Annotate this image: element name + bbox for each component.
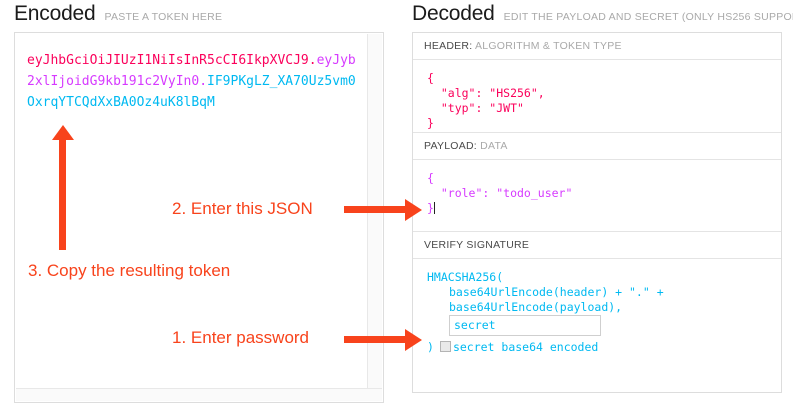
payload-json-text: { "role": "todo_user" }	[427, 171, 573, 215]
decoded-title: Decoded	[412, 2, 495, 25]
header-label-value: ALGORITHM & TOKEN TYPE	[475, 40, 622, 52]
token-payload-segment: eyJyb2xlIjoidG9kb191c2VyIn0	[27, 53, 356, 89]
secret-base64-checkbox[interactable]	[439, 341, 451, 352]
base64-payload-line: base64UrlEncode(payload),	[449, 300, 623, 314]
encoded-title: Encoded	[14, 2, 96, 25]
payload-json-editor[interactable]: { "role": "todo_user" }	[413, 160, 781, 232]
payload-section-label: PAYLOAD: DATA	[413, 133, 781, 160]
token-separator-1: .	[308, 53, 317, 68]
signature-footer-row: ) secret base64 encoded	[427, 340, 771, 355]
secret-input[interactable]: secret	[449, 315, 601, 336]
hmac-line: HMACSHA256(	[427, 270, 504, 284]
token-separator-2: .	[199, 74, 208, 89]
annotation-arrow-payload	[344, 198, 422, 221]
header-json-editor[interactable]: { "alg": "HS256", "typ": "JWT" }	[413, 60, 781, 133]
text-caret	[433, 202, 435, 214]
token-signature-segment: IF9PKgLZ_XA70Uz5vm0OxrqYTCQdXxBA0Oz4uK8l…	[27, 74, 356, 110]
base64-header-line: base64UrlEncode(header) + "." +	[449, 285, 664, 299]
header-section-label: HEADER: ALGORITHM & TOKEN TYPE	[413, 33, 781, 60]
encoded-subtitle: PASTE A TOKEN HERE	[104, 11, 223, 23]
signature-label-key: VERIFY SIGNATURE	[424, 239, 530, 251]
decoded-panel: HEADER: ALGORITHM & TOKEN TYPE { "alg": …	[412, 32, 782, 393]
token-header-segment: eyJhbGciOiJIUzI1NiIsInR5cCI6IkpXVCJ9	[27, 53, 309, 68]
decoded-subtitle: EDIT THE PAYLOAD AND SECRET (ONLY HS256 …	[503, 11, 793, 23]
encoded-token-editor[interactable]: eyJhbGciOiJIUzI1NiIsInR5cCI6IkpXVCJ9.eyJ…	[14, 32, 384, 403]
closing-paren: )	[427, 340, 434, 354]
annotation-step-1: 1. Enter password	[172, 328, 310, 347]
annotation-step-2: 2. Enter this JSON	[172, 199, 313, 218]
signature-section-label: VERIFY SIGNATURE	[413, 232, 781, 259]
secret-base64-label: secret base64 encoded	[452, 340, 599, 354]
annotation-arrow-secret	[344, 328, 422, 351]
decoded-heading: Decoded EDIT THE PAYLOAD AND SECRET (ONL…	[412, 2, 793, 26]
encoded-heading: Encoded PASTE A TOKEN HERE	[14, 2, 222, 26]
signature-block: HMACSHA256( base64UrlEncode(header) + ".…	[413, 259, 781, 392]
header-label-key: HEADER:	[424, 40, 473, 52]
encoded-token-text[interactable]: eyJhbGciOiJIUzI1NiIsInR5cCI6IkpXVCJ9.eyJ…	[27, 50, 361, 113]
payload-label-key: PAYLOAD:	[424, 140, 477, 152]
annotation-arrow-up	[51, 125, 74, 250]
payload-label-value: DATA	[480, 140, 508, 152]
annotation-step-3: 3. Copy the resulting token	[28, 261, 231, 280]
encoded-horizontal-scrollbar[interactable]	[16, 388, 382, 401]
